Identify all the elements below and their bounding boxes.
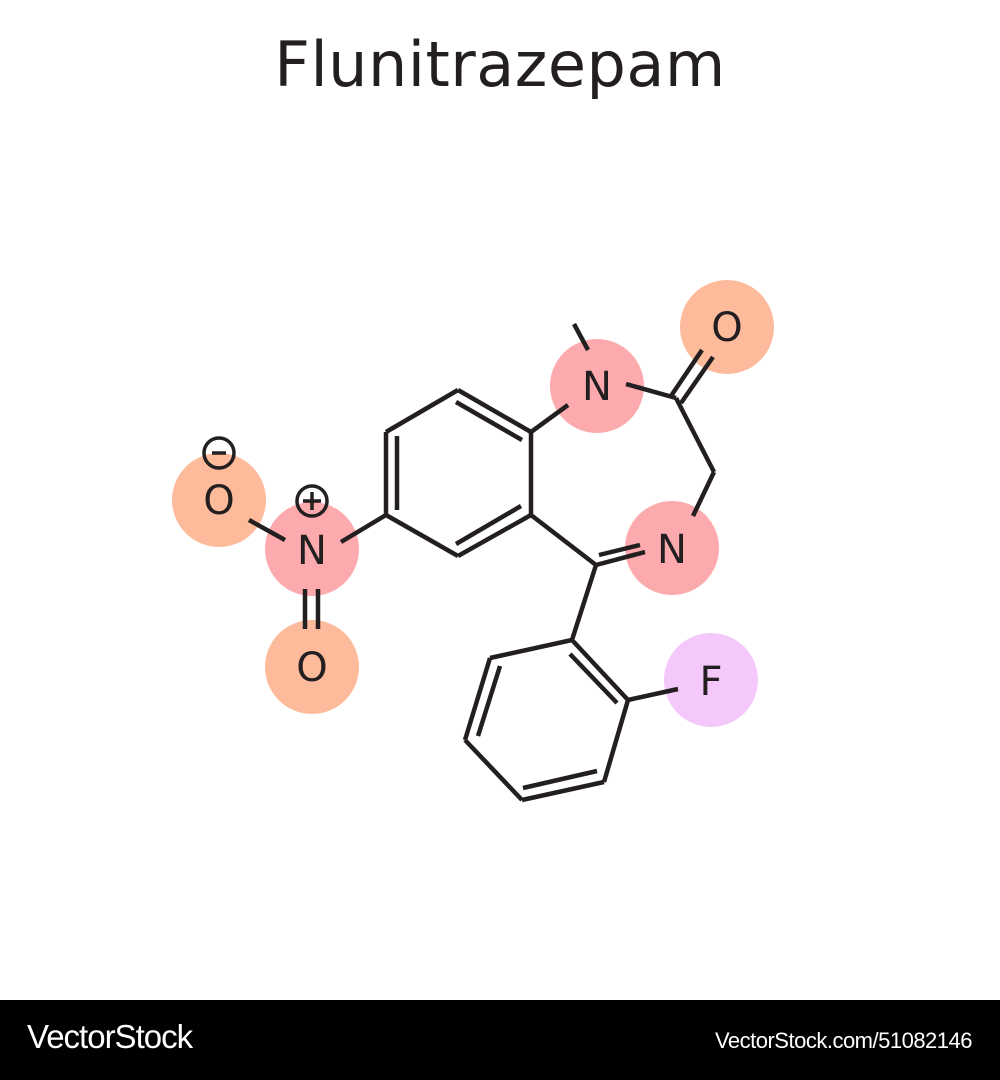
nitrogen-highlight-nitro bbox=[265, 502, 359, 596]
atom-n1: N bbox=[582, 364, 612, 410]
atom-o-nitro-minus: O bbox=[203, 478, 234, 524]
atom-o-carbonyl: O bbox=[711, 305, 742, 351]
atom-n-nitro: N bbox=[297, 528, 327, 574]
molecule-structure: N O N N O O F bbox=[172, 280, 774, 803]
image-reference: VectorStock.com/51082146 bbox=[714, 1028, 973, 1053]
plus-charge-icon bbox=[295, 484, 329, 518]
bonds bbox=[247, 322, 717, 803]
atom-o-nitro-double: O bbox=[296, 645, 327, 691]
oxygen-highlight-nitro-double bbox=[265, 620, 359, 714]
minus-charge-icon bbox=[202, 436, 236, 470]
brand-logo: VectorStock bbox=[27, 1018, 193, 1055]
atom-fluorine: F bbox=[699, 659, 722, 705]
atom-n4: N bbox=[657, 527, 687, 573]
nitrogen-highlight-n1 bbox=[550, 339, 644, 433]
oxygen-highlight-nitro-minus bbox=[172, 453, 266, 547]
nitrogen-highlight-n4 bbox=[625, 501, 719, 595]
page-title: Flunitrazepam bbox=[274, 28, 726, 101]
oxygen-highlight-carbonyl bbox=[680, 280, 774, 374]
fluorine-highlight bbox=[664, 633, 758, 727]
watermark-footer: VectorStock VectorStock.com/51082146 bbox=[0, 1000, 1000, 1080]
